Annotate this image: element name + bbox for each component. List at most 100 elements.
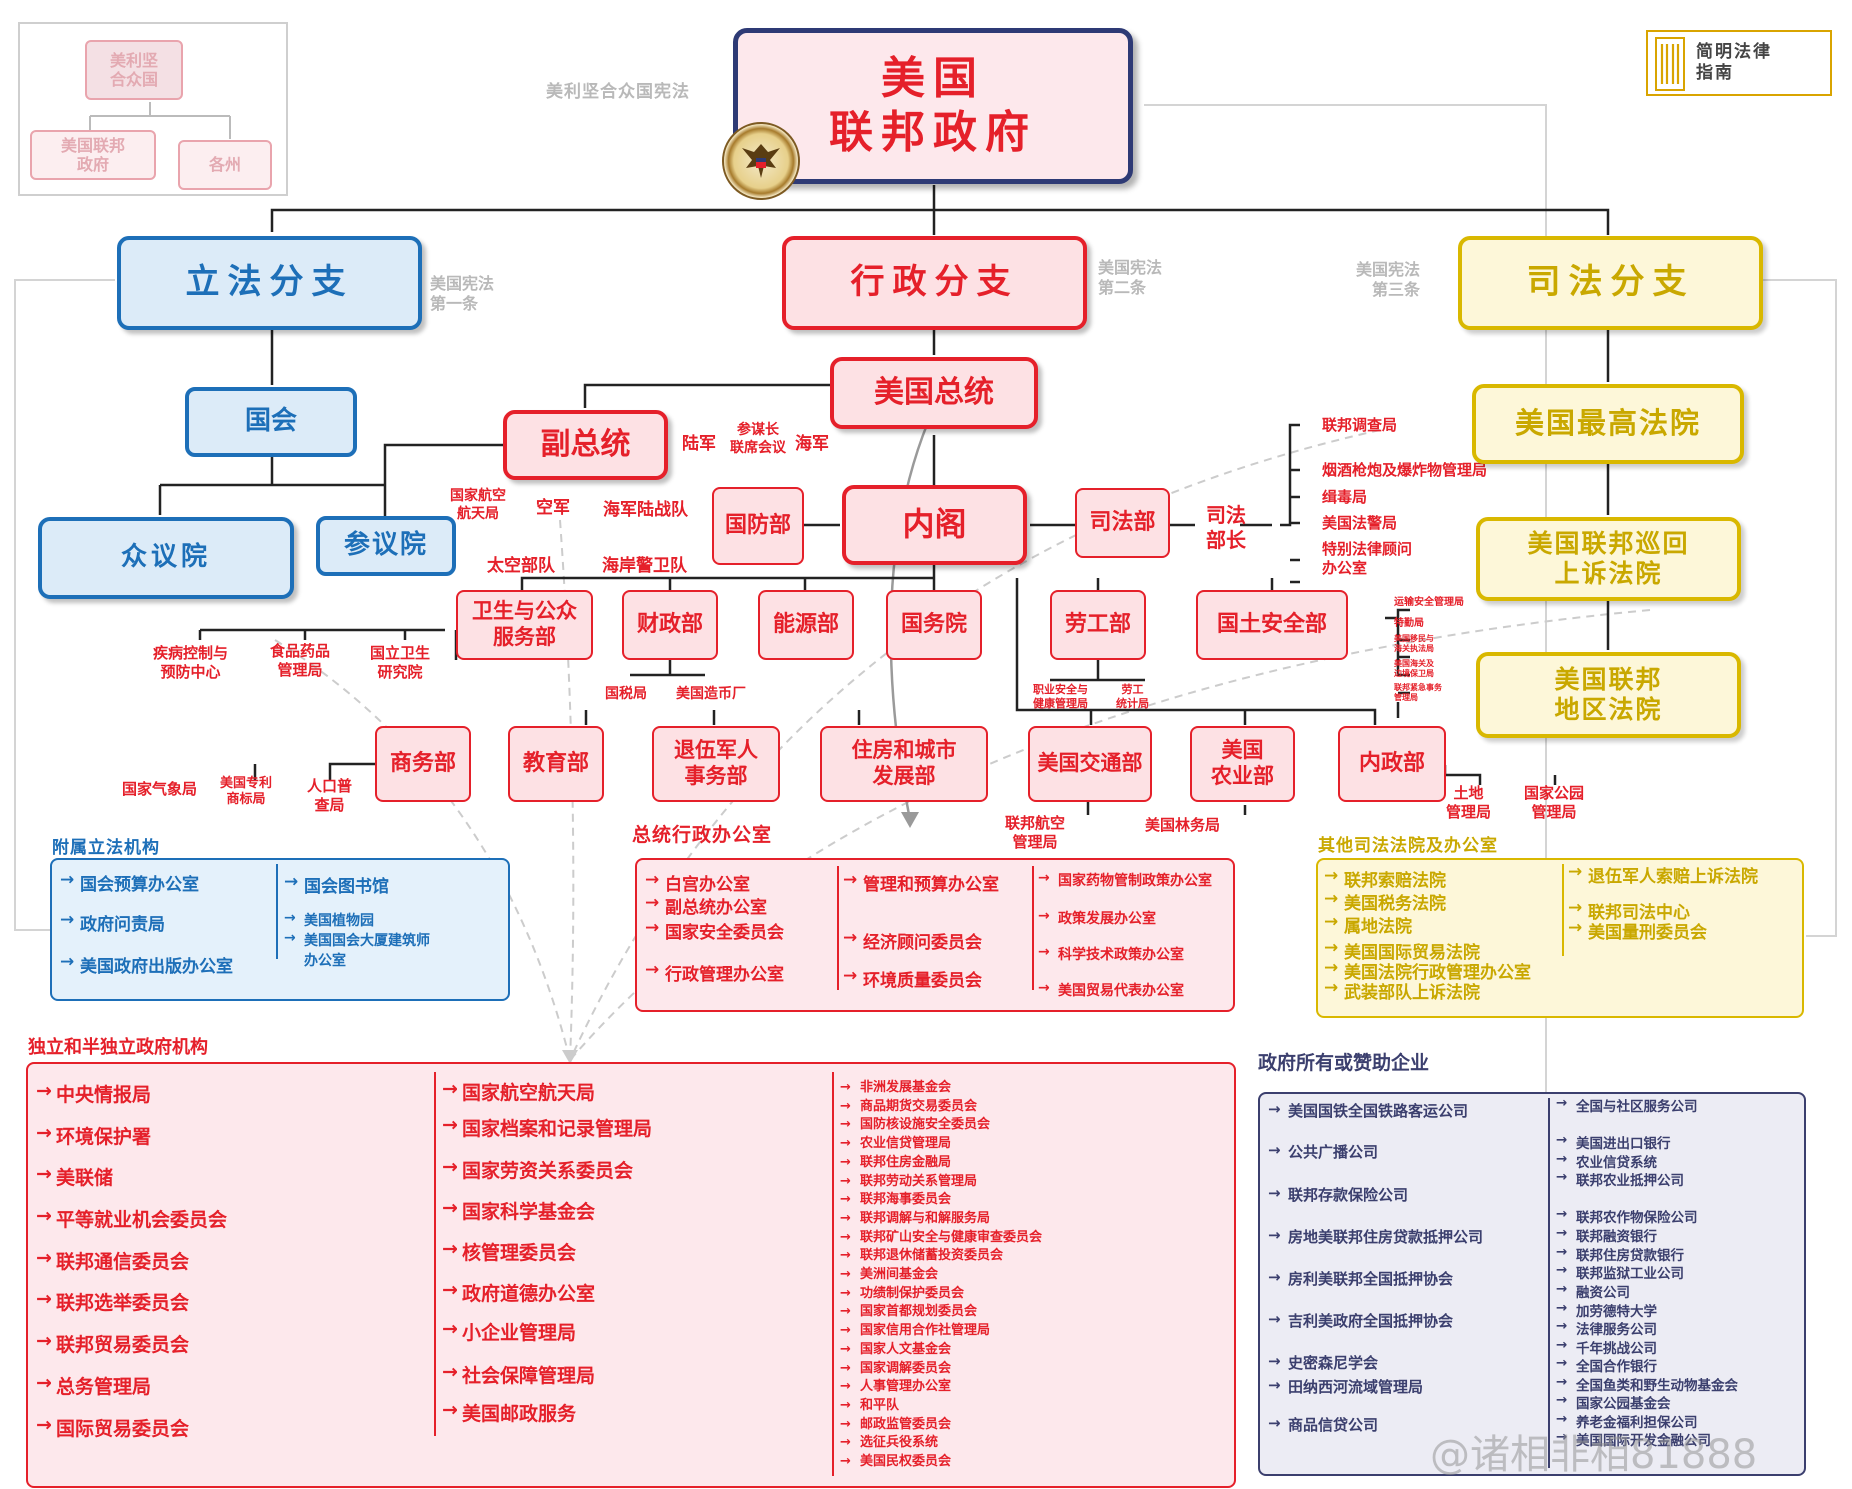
ind-usitc: 国际贸易委员会 xyxy=(36,1414,227,1441)
dhs-sub-tsa: 运输安全管理局 xyxy=(1394,597,1464,608)
ind-eeoc: 平等就业机会委员会 xyxy=(36,1205,227,1247)
doj-sub-marshals: 美国法警局 xyxy=(1322,514,1398,532)
ind-fhfa: 联邦住房金融局 xyxy=(840,1154,1042,1173)
brand-name: 简明法律 指南 xyxy=(1696,42,1772,84)
dot-sub-faa: 联邦航空 管理局 xyxy=(1005,814,1066,851)
vice-president-box: 副总统 xyxy=(503,410,668,480)
ind-ssa: 社会保障管理局 xyxy=(442,1361,652,1399)
ent-fhlb: 联邦住房贷款银行 xyxy=(1556,1244,1738,1264)
court-sentencing: 美国量刑委员会 xyxy=(1568,918,1758,943)
ind-dnfsb: 国防核设施安全委员会 xyxy=(840,1116,1042,1135)
doj-sub-fbi: 联邦调查局 xyxy=(1322,416,1398,434)
dept-commerce: 商务部 xyxy=(375,726,471,802)
interior-sub-blm: 土地 管理局 xyxy=(1446,784,1492,821)
ind-nsf: 国家科学基金会 xyxy=(442,1197,652,1238)
ent-ginnie-mae: 吉利美政府全国抵押协会 xyxy=(1268,1310,1483,1352)
ent-ccc: 商品信贷公司 xyxy=(1268,1414,1483,1435)
ind-peace-corps: 和平队 xyxy=(840,1397,1042,1416)
eop-ceq: 环境质量委员会 xyxy=(843,966,999,991)
ind-cia: 中央情报局 xyxy=(36,1080,227,1122)
mini-map-federal: 美国联邦 政府 xyxy=(30,130,156,180)
court-federal-claims: 联邦索赔法院 xyxy=(1324,866,1531,891)
ind-fcc: 联邦通信委员会 xyxy=(36,1247,227,1288)
commerce-sub-nws: 国家气象局 xyxy=(122,780,198,798)
ind-mspb: 功绩制保护委员会 xyxy=(840,1285,1042,1304)
ent-amtrak: 美国国铁全国铁路客运公司 xyxy=(1268,1100,1483,1141)
ind-ftc: 联邦贸易委员会 xyxy=(36,1330,227,1372)
ind-nasa: 国家航空航天局 xyxy=(442,1078,652,1114)
dhs-sub-ice: 美国移民与 海关执法局 xyxy=(1394,634,1434,653)
dept-labor: 劳工部 xyxy=(1050,590,1146,660)
ind-nara: 国家档案和记录管理局 xyxy=(442,1114,652,1156)
ind-opm: 人事管理办公室 xyxy=(840,1378,1042,1397)
court-admin-office: 美国法院行政管理办公室 xyxy=(1324,958,1531,983)
leg-agency-gpo: 美国政府出版办公室 xyxy=(60,952,233,977)
ent-exim: 美国进出口银行 xyxy=(1556,1132,1738,1152)
leg-agency-botanic: 美国植物园 xyxy=(284,910,430,930)
leg-agency-library: 国会图书馆 xyxy=(284,872,389,910)
labor-sub-bls: 劳工 统计局 xyxy=(1116,683,1149,710)
ent-nfwf: 全国鱼类和野生动物基金会 xyxy=(1556,1374,1738,1394)
ent-unicor: 联邦监狱工业公司 xyxy=(1556,1262,1738,1282)
usda-sub-forest-service: 美国林务局 xyxy=(1145,816,1221,834)
ind-usps: 美国邮政服务 xyxy=(442,1399,652,1426)
ent-dfc: 美国国际开发金融公司 xyxy=(1556,1429,1738,1449)
ent-gallaudet: 加劳德特大学 xyxy=(1556,1300,1738,1320)
ind-fed: 美联储 xyxy=(36,1163,227,1205)
ent-fannie-mae: 房利美联邦全国抵押协会 xyxy=(1268,1268,1483,1310)
eop-admin: 行政管理办公室 xyxy=(645,960,784,985)
eop-cea: 经济顾问委员会 xyxy=(843,928,999,966)
hhs-sub-nih: 国立卫生 研究院 xyxy=(370,644,431,681)
leg-agencies-panel: 国会预算办公室 政府问责局 美国政府出版办公室 国会图书馆 美国植物园 美国国会… xyxy=(50,858,510,1001)
article-two-label: 美国宪法 第二条 xyxy=(1098,258,1163,297)
ind-fmshrc: 联邦矿山安全与健康审查委员会 xyxy=(840,1229,1042,1248)
article-three-label: 美国宪法 第三条 xyxy=(1356,260,1421,299)
ind-fca: 农业信贷管理局 xyxy=(840,1135,1042,1154)
commerce-sub-uspto: 美国专利 商标局 xyxy=(220,776,273,808)
ind-epa: 环境保护署 xyxy=(36,1122,227,1163)
ind-flra: 联邦劳动关系管理局 xyxy=(840,1173,1042,1192)
space-force-label: 太空部队 xyxy=(487,556,555,576)
appeals-court-box: 美国联邦巡回 上诉法院 xyxy=(1476,517,1741,601)
mini-map: 美利坚 合众国 美国联邦 政府 各州 xyxy=(18,22,288,196)
court-fjc: 联邦司法中心 xyxy=(1568,898,1758,923)
mini-map-usa: 美利坚 合众国 xyxy=(85,40,183,100)
eop-ondcp: 国家药物管制政策办公室 xyxy=(1038,870,1212,908)
dept-education: 教育部 xyxy=(508,726,604,802)
ind-sss: 选征兵役系统 xyxy=(840,1434,1042,1453)
ind-prc: 邮政监管委员会 xyxy=(840,1416,1042,1435)
ind-cftc: 商品期货交易委员会 xyxy=(840,1098,1042,1117)
hhs-sub-cdc: 疾病控制与 预防中心 xyxy=(153,644,229,681)
ind-gsa: 总务管理局 xyxy=(36,1372,227,1414)
article-one-label: 美国宪法 第一条 xyxy=(430,274,495,313)
congress-box: 国会 xyxy=(185,387,357,457)
dept-hhs: 卫生与公众 服务部 xyxy=(456,590,593,660)
cabinet-box: 内阁 xyxy=(842,485,1027,565)
ent-cncs: 全国与社区服务公司 xyxy=(1556,1095,1738,1132)
dhs-sub-secret-service: 特勤局 xyxy=(1394,618,1424,629)
eop-nsc: 国家安全委员会 xyxy=(645,918,784,960)
leg-agencies-title: 附属立法机构 xyxy=(52,838,160,858)
dept-interior: 内政部 xyxy=(1338,726,1446,802)
dept-housing: 住房和城市 发展部 xyxy=(820,726,988,802)
ent-fcic: 联邦农作物保险公司 xyxy=(1556,1206,1738,1226)
hhs-sub-fda: 食品药品 管理局 xyxy=(270,642,331,679)
us-seal-icon xyxy=(722,122,800,200)
dhs-sub-fema: 联邦紧急事务 管理局 xyxy=(1394,683,1442,702)
leg-agency-architect: 美国国会大厦建筑师 办公室 xyxy=(284,930,430,970)
doj-sub-special-counsel: 特别法律顾问 办公室 xyxy=(1322,540,1413,577)
legislative-branch-box: 立法分支 xyxy=(117,236,422,330)
sg-pillar-logo xyxy=(1655,37,1685,91)
president-box: 美国总统 xyxy=(830,357,1038,429)
eop-title: 总统行政办公室 xyxy=(632,824,773,846)
ent-tva: 田纳西河流域管理局 xyxy=(1268,1376,1483,1414)
executive-branch-box: 行政分支 xyxy=(782,236,1087,330)
dept-transportation: 美国交通部 xyxy=(1028,726,1152,802)
ent-npf: 国家公园基金会 xyxy=(1556,1392,1738,1412)
attorney-general-label: 司法 部长 xyxy=(1206,503,1246,552)
eop-dpc: 政策发展办公室 xyxy=(1038,908,1212,944)
labor-sub-osha: 职业安全与 健康管理局 xyxy=(1033,683,1088,710)
ind-fec: 联邦选举委员会 xyxy=(36,1288,227,1330)
ent-fdic: 联邦存款保险公司 xyxy=(1268,1184,1483,1226)
